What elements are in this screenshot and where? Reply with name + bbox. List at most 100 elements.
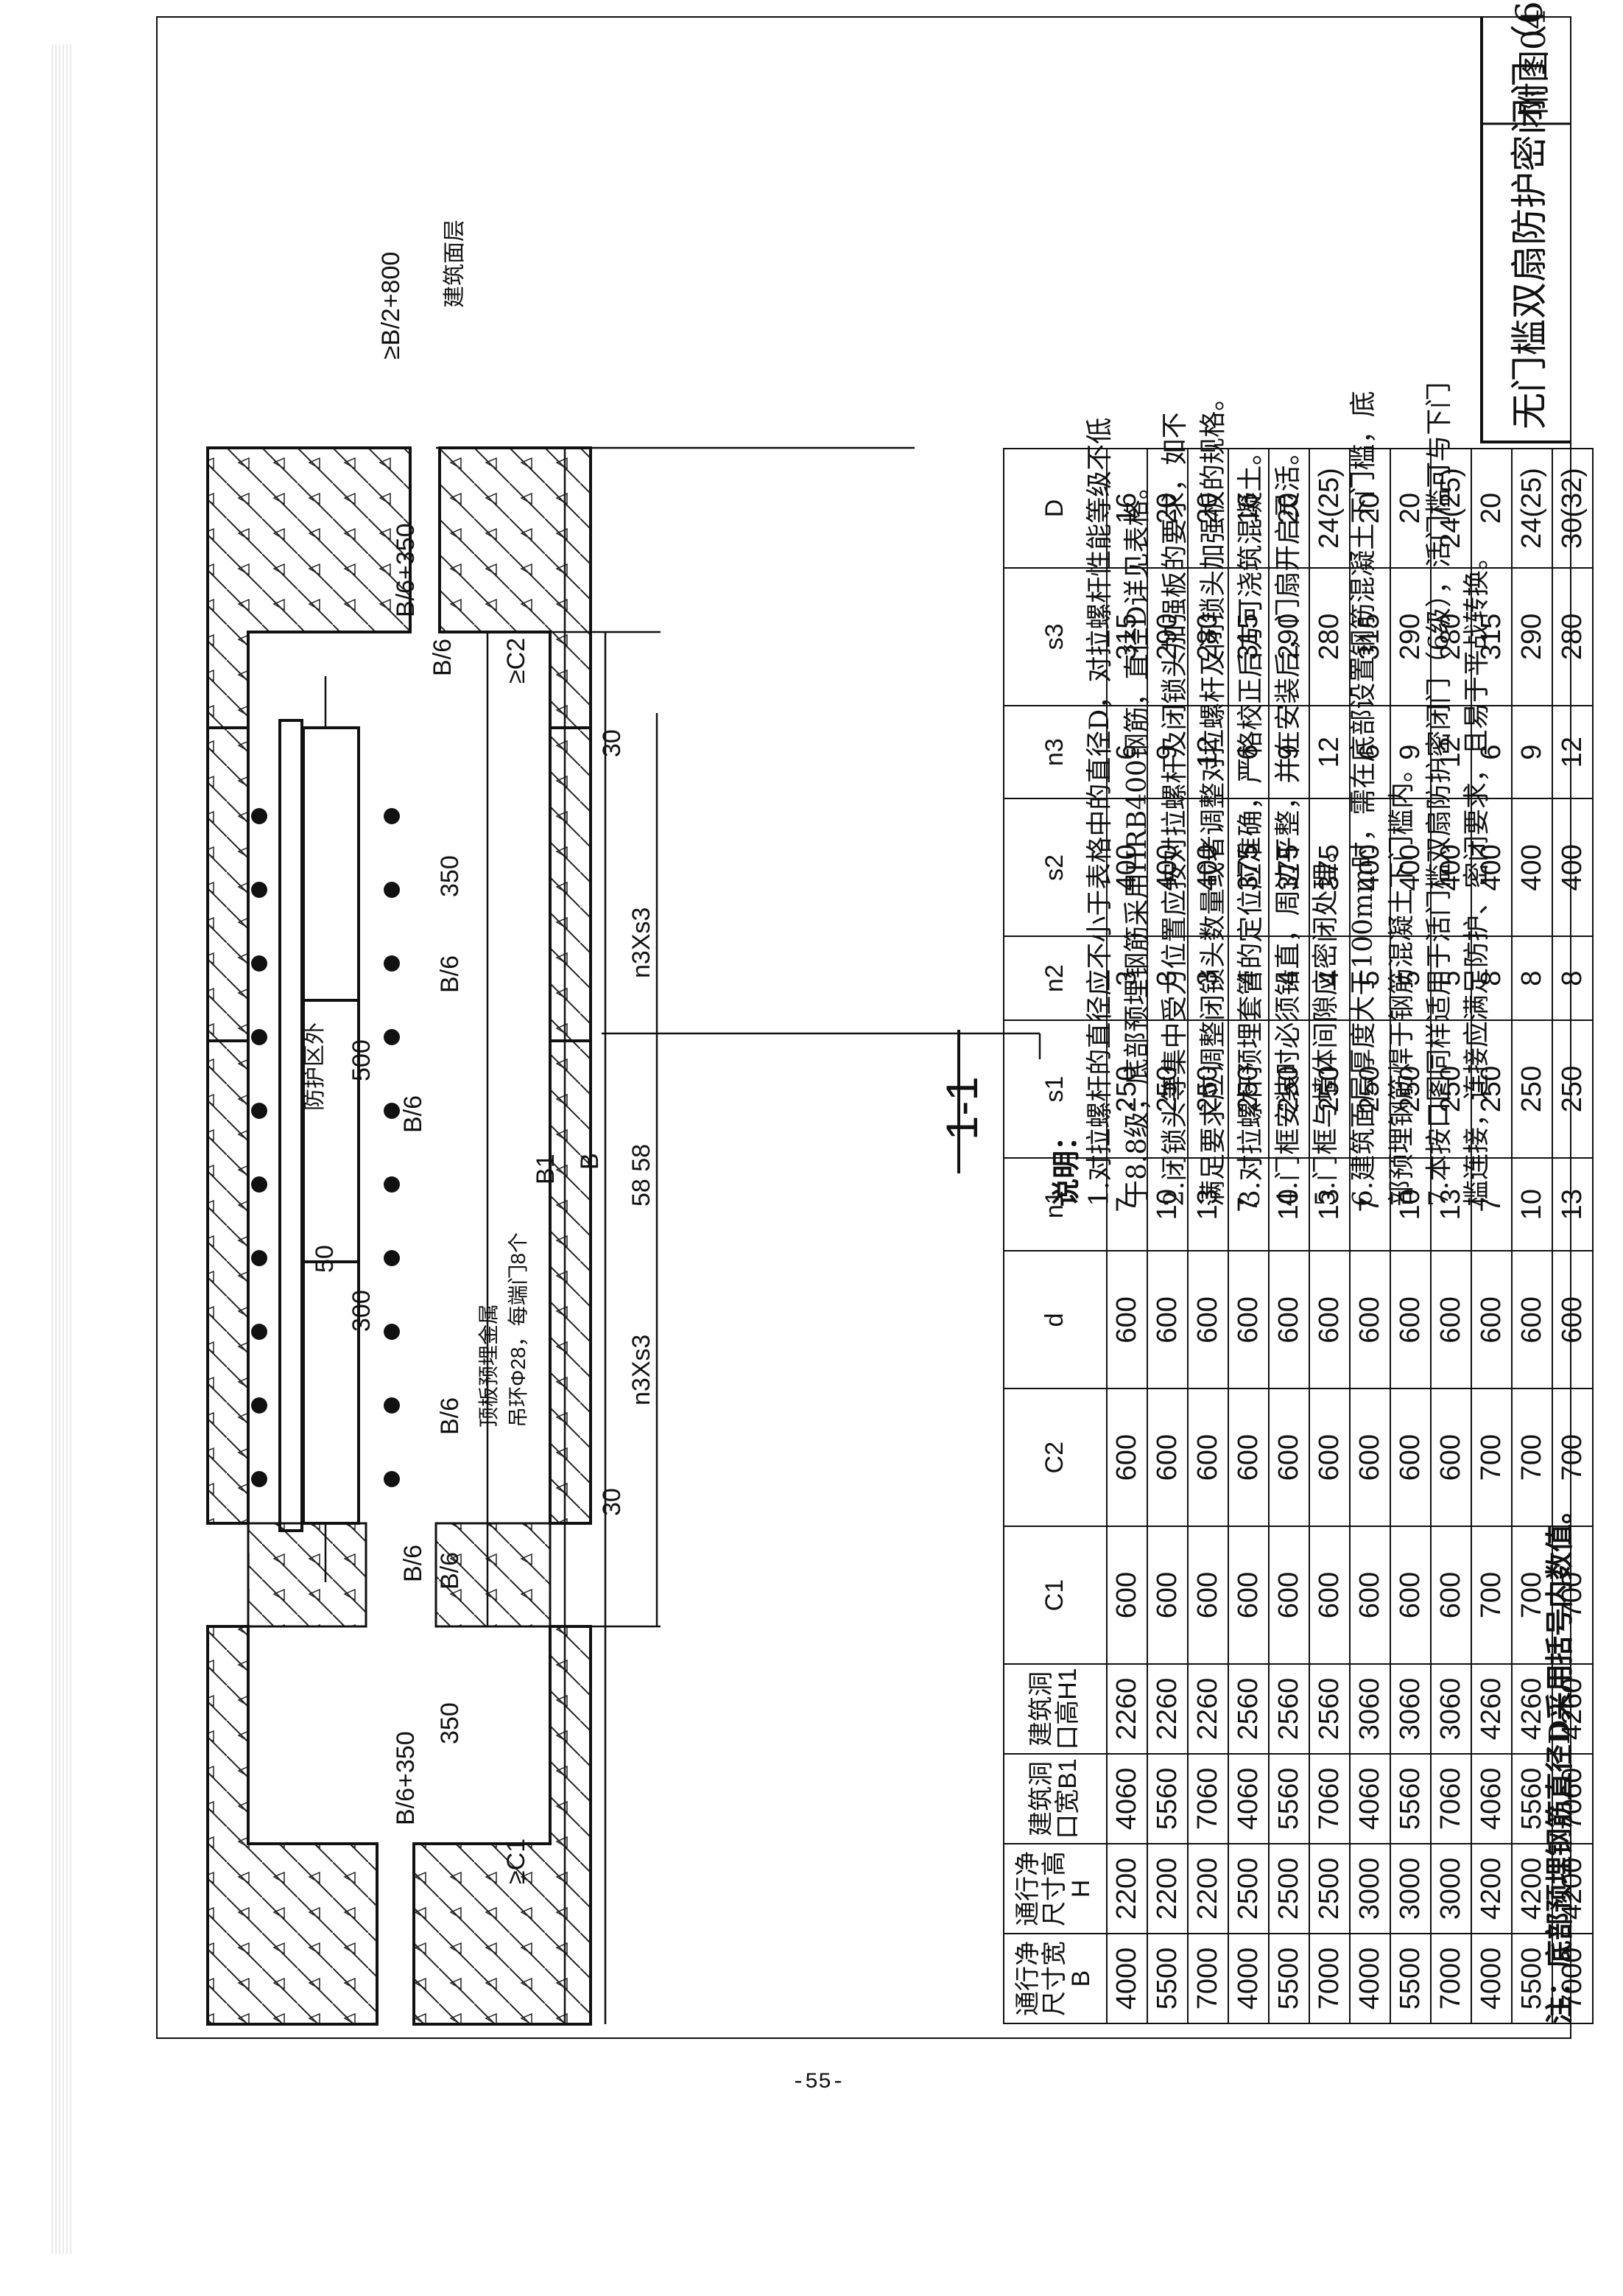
table-cell: 5560 [1147,1754,1188,1844]
table-cell: 2560 [1228,1664,1269,1754]
table-cell: 600 [1390,1251,1431,1389]
col-header: C2 [1004,1389,1107,1527]
b6-b-label: B/6 [436,1397,464,1435]
dim-500-label: 500 [348,1039,376,1081]
table-cell: 4000 [1350,1934,1390,2023]
ge-c2-label: ≥C2 [502,637,530,684]
table-cell: 5500 [1147,1934,1188,2023]
ge-c1-label: ≥C1 [502,1838,530,1884]
table-cell: 2560 [1269,1664,1309,1754]
note-line: 3.对拉螺杆预埋套管的定位应准确，严格校正后方可浇筑混凝土。 [1235,438,1266,1207]
rotated-sheet: ≥C1 ≥C2 B1 B n3Xs3 n3Xs3 58 58 30 30 350… [156,0,1593,2039]
table-cell: 5500 [1269,1934,1309,2023]
table-cell: 600 [1512,1251,1552,1389]
table-cell: 4060 [1228,1754,1269,1844]
b6-d-label: B/6 [399,1095,427,1133]
rebar-note-2: 顶板预埋金属 [477,1303,500,1428]
sheet-number: 附图04 [1515,9,1553,115]
dim-350-left-label: 350 [436,1702,464,1744]
table-cell: 250 [1512,1020,1552,1158]
table-cell: 600 [1107,1526,1147,1664]
table-cell: 2200 [1147,1844,1188,1934]
table-cell: 250 [1552,1020,1593,1158]
table-cell: 400 [1552,798,1593,937]
table-cell: 30(32) [1552,449,1593,568]
table-cell: 600 [1107,1251,1147,1389]
table-cell: 600 [1147,1389,1188,1527]
drawing-frame [156,16,1571,2039]
table-cell: 8 [1552,936,1593,1021]
dim-58-label: 58 58 [627,1143,655,1207]
footnote: 注：底部预埋钢筋直径D采用括号内数值。 [1543,1496,1576,2024]
table-cell: 7000 [1188,1934,1228,2023]
door-leaves [278,719,360,1532]
col-header: C1 [1004,1526,1107,1664]
table-cell: 600 [1228,1389,1269,1527]
table-cell: 600 [1188,1526,1228,1664]
table-cell: 600 [1431,1251,1471,1389]
table-cell: 600 [1269,1251,1309,1389]
notes-list: 1.对拉螺杆的直径应不小于表格中的直径D，对拉螺杆性能等级不低于8.8级；底部预… [1084,65,1499,1207]
dimension-lines [324,446,1041,2024]
col-header: 建筑洞口高H1 [1004,1664,1107,1754]
table-cell: 2560 [1309,1664,1350,1754]
table-cell: 12 [1552,705,1593,799]
table-cell: 600 [1228,1526,1269,1664]
table-cell: 600 [1390,1389,1431,1527]
table-cell: 600 [1188,1389,1228,1527]
note-line: 1.对拉螺杆的直径应不小于表格中的直径D，对拉螺杆性能等级不低 [1085,417,1115,1207]
table-cell: 24(25) [1512,449,1552,568]
col-header: d [1004,1251,1107,1389]
protected-outside-label: 防护区外 [303,1022,327,1111]
right-wall [206,446,592,1042]
building-surface-label: 建筑面层 [443,220,467,308]
table-cell: 2260 [1107,1664,1147,1754]
table-cell: 600 [1147,1251,1188,1389]
table-cell: 600 [1309,1251,1350,1389]
binding-strip [52,44,74,2254]
table-cell: 600 [1147,1526,1188,1664]
note-line: 6.建筑面层厚度大于100mm时，需在底部设置钢筋混凝土下门槛，底 [1348,390,1379,1207]
b1-label: B1 [532,1154,560,1184]
table-cell: 3000 [1390,1844,1431,1934]
b6-350-left-label: B/6+350 [392,1731,420,1825]
dim-30-left-label: 30 [598,1488,626,1516]
table-cell: 400 [1512,798,1552,937]
table-cell: 3060 [1431,1664,1471,1754]
table-cell: 3060 [1390,1664,1431,1754]
table-cell: 3060 [1350,1664,1390,1754]
table-cell: 600 [1390,1526,1431,1664]
b6-c-label: B/6 [399,1544,427,1582]
table-cell: 700 [1471,1526,1512,1664]
table-cell: 5560 [1390,1754,1431,1844]
table-cell: 600 [1431,1389,1471,1527]
note-line: 2.闭锁头等集中受力位置应按对拉螺杆及闭锁头加强板的要求，如不 [1160,412,1191,1207]
table-cell: 2260 [1188,1664,1228,1754]
table-cell: 290 [1512,568,1552,706]
table-cell: 7060 [1309,1754,1350,1844]
notes-heading: 说明： [1049,1122,1082,1207]
table-cell: 600 [1431,1526,1471,1664]
table-cell: 600 [1228,1251,1269,1389]
table-cell: 4000 [1471,1934,1512,2023]
b-label: B [576,1153,604,1170]
table-cell: 2200 [1188,1844,1228,1934]
col-header: 通行净尺寸高H [1004,1844,1107,1934]
table-cell: 600 [1309,1389,1350,1527]
col-header: 建筑洞口宽B1 [1004,1754,1107,1844]
table-cell: 600 [1309,1526,1350,1664]
table-cell: 600 [1471,1251,1512,1389]
note-line: 4.门框安装时必须铅直，周边平整，并在安装后，门扇开启灵活。 [1272,438,1303,1207]
table-cell: 2500 [1309,1844,1350,1934]
page-number: -55- [792,2070,845,2095]
rebar-note-1: 吊环Φ28，每端门8个 [507,1232,529,1428]
table-cell: 2260 [1147,1664,1188,1754]
b6-a-label: B/6 [436,1551,464,1590]
note-line: 部预埋钢筋焊于钢筋混凝土下门槛内。 [1386,755,1417,1207]
table-cell: 13 [1552,1157,1593,1251]
title-block [1480,16,1571,443]
b6-e-label: B/6 [436,955,464,993]
note-line: 于8.8级；底部预埋钢筋采用HRB400钢筋，直径D详见表格。 [1122,473,1153,1207]
b6-350-right-label: B/6+350 [392,523,420,617]
b2-800-label: ≥B/2+800 [377,251,405,359]
